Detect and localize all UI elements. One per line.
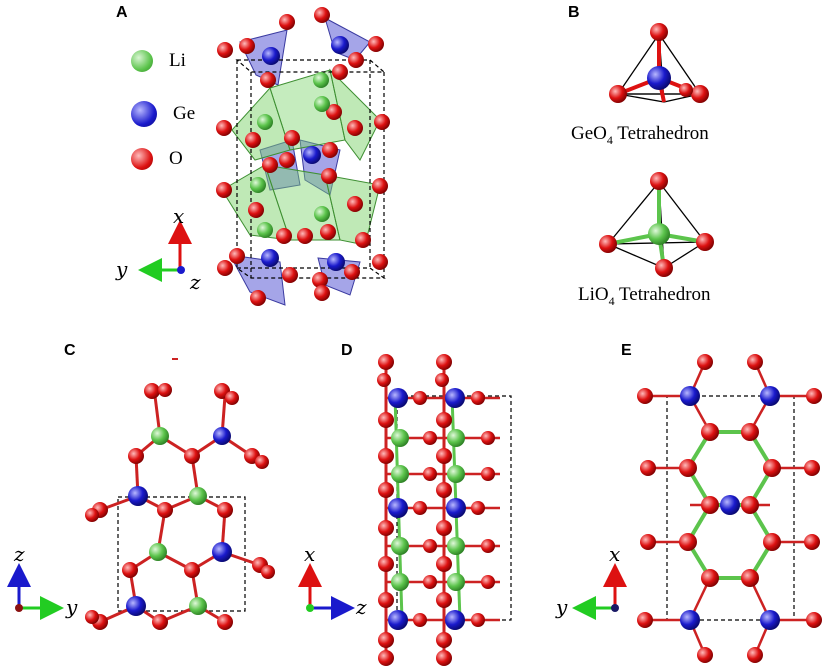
axes-triad-c [7, 563, 64, 620]
geo4-caption: GeO4 Tetrahedron [571, 123, 709, 147]
panel-label-a: A [116, 4, 128, 21]
axis-label-d-x: x [304, 542, 315, 566]
panel-label-b: B [568, 4, 580, 21]
axis-label-c-y: y [65, 595, 78, 619]
axis-label-d-z: z [355, 595, 367, 619]
ge-ball-icon [131, 101, 157, 127]
legend-ge: Ge [131, 101, 195, 127]
panel-e-structure [572, 354, 822, 663]
axes-triad-e [572, 563, 627, 620]
legend-li: Li [131, 50, 186, 72]
panel-label-d: D [341, 342, 353, 359]
legend-o: O [131, 148, 183, 170]
axis-label-e-y: y [555, 595, 568, 619]
axis-label-a-y: y [115, 257, 128, 281]
axis-label-c-z: z [13, 542, 25, 566]
panel-c-structure [7, 358, 275, 630]
legend-label: Li [169, 50, 186, 71]
legend-label: O [169, 148, 183, 169]
axis-label-e-x: x [609, 542, 620, 566]
panel-label-e: E [621, 342, 632, 359]
axis-label-a-x: x [173, 204, 184, 228]
o-ball-icon [131, 148, 153, 170]
li-ball-icon [131, 50, 153, 72]
legend-label: Ge [173, 103, 196, 124]
geo4-tetrahedron [609, 23, 709, 103]
panel-a-structure [138, 7, 390, 306]
axes-triad-a [138, 220, 192, 282]
axis-label-a-z: z [189, 270, 201, 294]
lio4-caption: LiO4 Tetrahedron [578, 284, 711, 308]
panel-d-structure [298, 354, 512, 666]
lio4-tetrahedron [599, 172, 714, 277]
panel-label-c: C [64, 342, 76, 359]
axes-triad-d [298, 563, 355, 620]
